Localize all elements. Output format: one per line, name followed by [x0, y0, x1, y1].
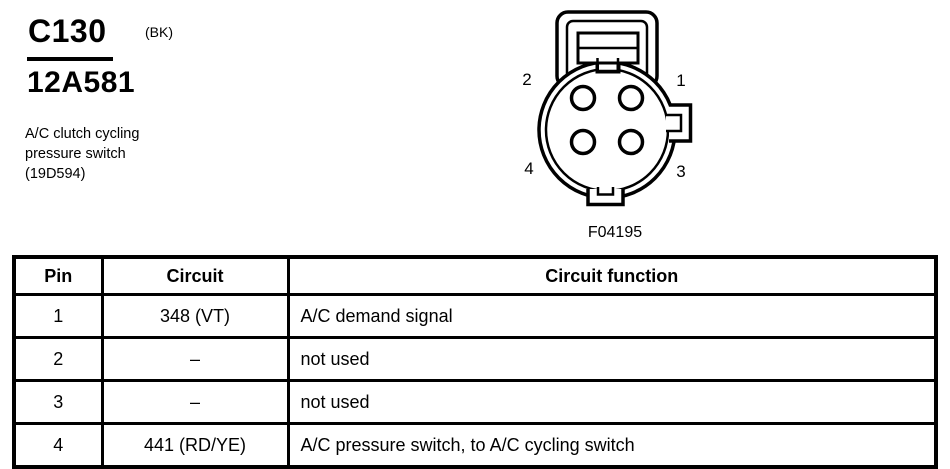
pin-label-1: 1 [676, 71, 685, 90]
pin-2-circle [569, 84, 597, 112]
table-row: 1 348 (VT) A/C demand signal [12, 293, 938, 339]
cell-circuit: – [100, 336, 290, 382]
cell-function: A/C pressure switch, to A/C cycling swit… [286, 422, 938, 469]
component-description: A/C clutch cycling pressure switch (19D5… [25, 124, 139, 184]
pinout-table: Pin Circuit Circuit function 1 348 (VT) … [12, 255, 938, 469]
cell-pin: 2 [12, 336, 104, 382]
part-number: 12A581 [27, 66, 136, 99]
cell-function: not used [286, 379, 938, 425]
table-header-row: Pin Circuit Circuit function [12, 255, 938, 296]
connector-body-outer-circle [537, 60, 677, 200]
pin-1-circle [617, 84, 645, 112]
cell-circuit: – [100, 379, 290, 425]
column-header-circuit: Circuit [100, 255, 290, 296]
header-underline [27, 57, 113, 61]
column-header-circuit-function: Circuit function [286, 255, 938, 296]
cell-circuit: 441 (RD/YE) [100, 422, 290, 469]
pin-label-2: 2 [522, 70, 531, 89]
pin-label-4: 4 [524, 159, 533, 178]
side-key-tab-slot [666, 113, 683, 133]
table-row: 3 – not used [12, 379, 938, 425]
cell-function: A/C demand signal [286, 293, 938, 339]
bottom-key-notch-inner [596, 187, 615, 196]
pin-4-circle [569, 128, 597, 156]
cell-pin: 1 [12, 293, 104, 339]
cell-function: not used [286, 336, 938, 382]
connector-color-code: (BK) [145, 24, 173, 40]
connector-face-diagram: 2 1 4 3 F04195 [522, 10, 693, 241]
table-row: 2 – not used [12, 336, 938, 382]
table-row: 4 441 (RD/YE) A/C pressure switch, to A/… [12, 422, 938, 469]
description-line: A/C clutch cycling [25, 126, 140, 142]
description-line: pressure switch [25, 146, 126, 162]
pin-label-3: 3 [676, 162, 685, 181]
column-header-pin: Pin [12, 255, 104, 296]
cell-circuit: 348 (VT) [100, 293, 290, 339]
latch-notch [596, 63, 620, 73]
cell-pin: 4 [12, 422, 104, 469]
figure-id: F04195 [588, 224, 642, 241]
description-line: (19D594) [25, 166, 86, 182]
pin-3-circle [617, 128, 645, 156]
connector-id: C130 [28, 13, 107, 49]
cell-pin: 3 [12, 379, 104, 425]
